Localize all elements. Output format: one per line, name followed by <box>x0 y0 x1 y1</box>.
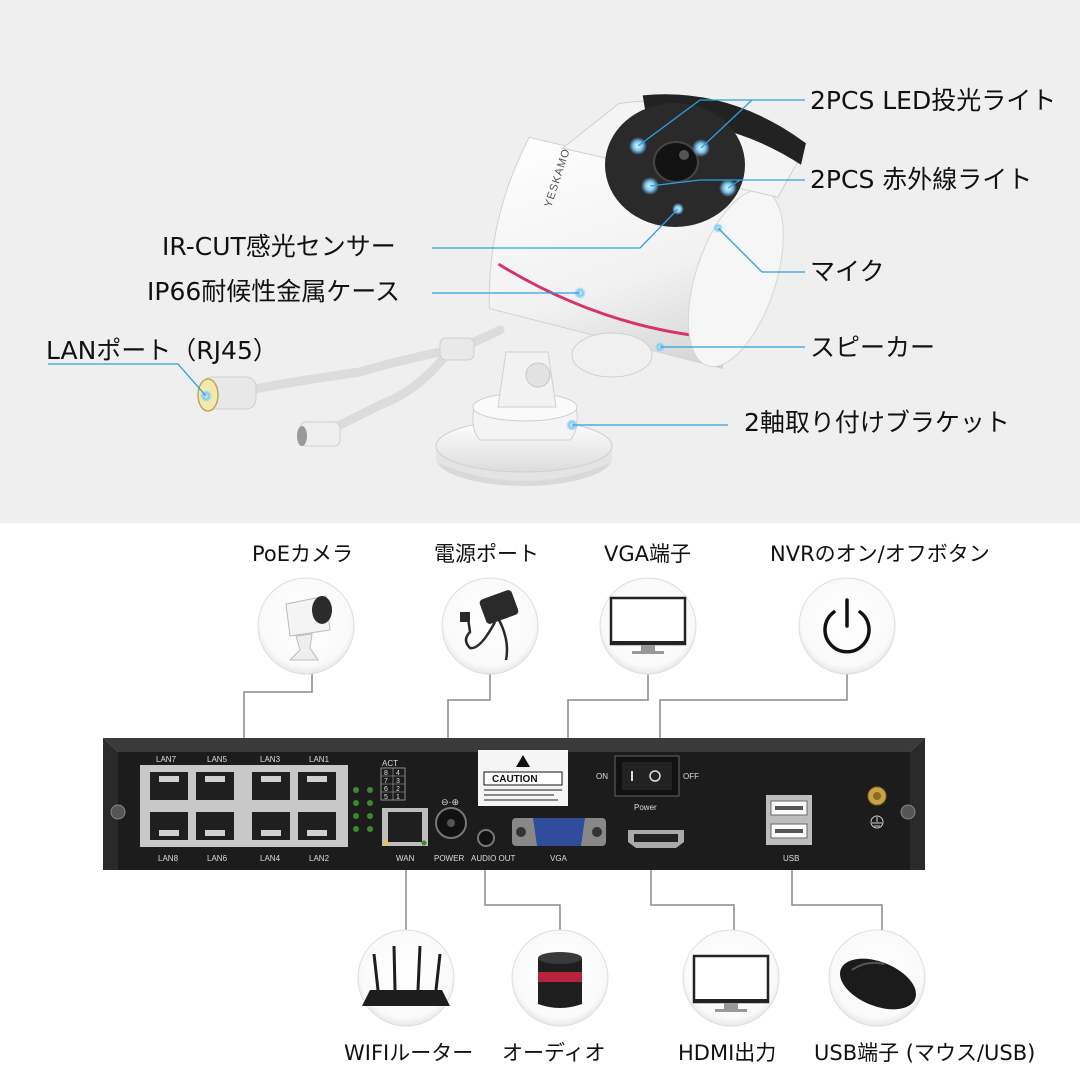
lan8-label: LAN8 <box>158 854 179 863</box>
act-cell: 8 <box>384 770 388 777</box>
lan5-label: LAN5 <box>207 755 228 764</box>
label-audio: オーディオ <box>502 1041 606 1065</box>
svg-text:⊖·⊕: ⊖·⊕ <box>441 797 459 807</box>
audio-out-jack: AUDIO OUT <box>471 829 516 863</box>
label-vga-port: VGA端子 <box>604 542 692 566</box>
nvr-body <box>103 738 925 870</box>
lan2-label: LAN2 <box>309 854 330 863</box>
lan7-label: LAN7 <box>156 755 177 764</box>
usb-ports: USB <box>766 795 812 863</box>
label-usb-port: USB端子 (マウス/USB) <box>814 1041 1036 1065</box>
wan-label: WAN <box>396 854 415 863</box>
power-adapter-icon <box>441 577 539 675</box>
callout-case: IP66耐候性金属ケース <box>147 277 401 306</box>
act-cell: 7 <box>384 778 388 785</box>
wifi-router-icon <box>357 929 455 1027</box>
callout-bracket: 2軸取り付けブラケット <box>744 408 1010 437</box>
act-header: ACT <box>382 759 398 768</box>
lan-port-block: LAN7 LAN5 LAN3 LAN1 LAN8 LAN6 LAN4 LAN2 <box>140 755 348 863</box>
label-hdmi-out: HDMI出力 <box>678 1041 777 1065</box>
speaker-grille <box>571 332 653 378</box>
lan4-label: LAN4 <box>260 854 281 863</box>
act-cell: 3 <box>396 778 400 785</box>
audio-out-label: AUDIO OUT <box>471 854 516 863</box>
label-wifi-router: WIFIルーター <box>344 1041 474 1065</box>
power-label: POWER <box>434 854 464 863</box>
callout-lines <box>48 99 805 426</box>
speaker-icon <box>511 929 609 1027</box>
callout-ir-light: 2PCS 赤外線ライト <box>810 165 1033 194</box>
vga-port: VGA <box>512 818 606 863</box>
lan6-label: LAN6 <box>207 854 228 863</box>
callout-speaker: スピーカー <box>810 333 936 362</box>
act-cell: 4 <box>396 770 400 777</box>
label-power-button: NVRのオン/オフボタン <box>770 542 990 566</box>
hdmi-port <box>628 830 684 848</box>
usb-label: USB <box>783 854 799 863</box>
act-cell: 1 <box>396 794 400 801</box>
ground-terminal-icon <box>867 786 887 829</box>
act-cell: 6 <box>384 786 388 793</box>
power-switch: ON OFF Power <box>596 755 699 812</box>
monitor-icon <box>599 577 697 675</box>
poe-camera-icon <box>257 577 355 675</box>
callout-mic: マイク <box>810 257 885 286</box>
lan1-label: LAN1 <box>309 755 330 764</box>
switch-label: Power <box>634 803 657 812</box>
act-indicator: ACT 8 4 7 3 6 2 5 1 <box>353 759 406 832</box>
hdmi-monitor-icon <box>682 929 780 1027</box>
wan-port: WAN <box>382 808 428 863</box>
caution-text: CAUTION <box>492 774 538 785</box>
callout-lan-port: LANポート（RJ45） <box>46 336 278 365</box>
switch-off-label: OFF <box>683 772 699 781</box>
caution-sticker: CAUTION <box>478 750 568 806</box>
label-power-port: 電源ポート <box>434 542 539 566</box>
callout-ir-cut-sensor: IR-CUT感光センサー <box>162 232 396 261</box>
camera-illustration: YESKAMO <box>48 94 806 486</box>
power-button-icon <box>798 577 896 675</box>
callout-led-light: 2PCS LED投光ライト <box>810 86 1057 115</box>
mount-base <box>435 351 613 486</box>
mouse-icon <box>828 929 926 1027</box>
label-poe-camera: PoEカメラ <box>252 542 354 566</box>
connector-lines <box>243 672 883 930</box>
act-cell: 2 <box>396 786 400 793</box>
switch-on-label: ON <box>596 772 608 781</box>
lan3-label: LAN3 <box>260 755 281 764</box>
vga-label: VGA <box>550 854 568 863</box>
act-cell: 5 <box>384 794 388 801</box>
power-jack: POWER ⊖·⊕ <box>434 797 467 863</box>
